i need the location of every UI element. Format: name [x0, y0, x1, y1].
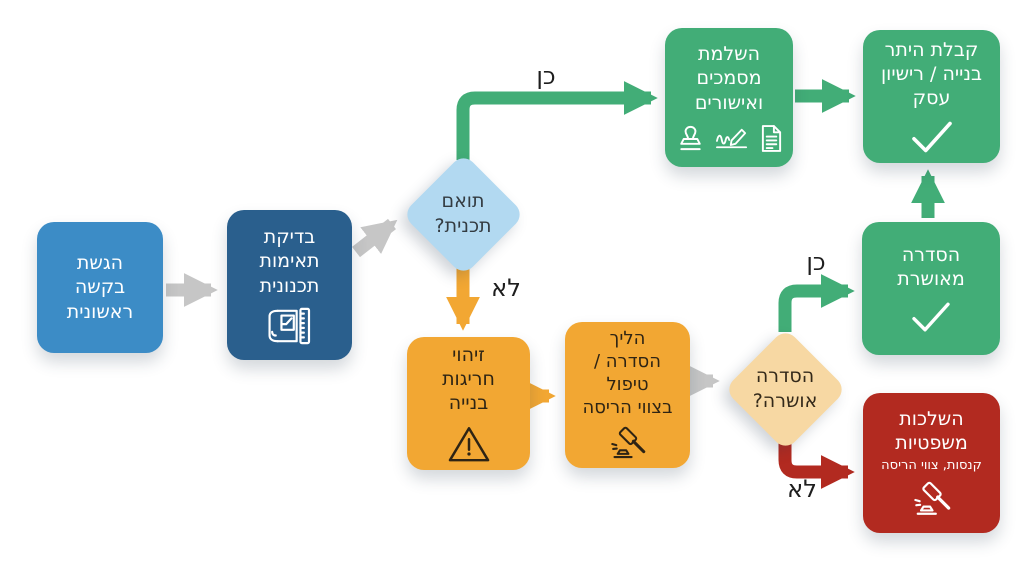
node-label: השלכות משפטיות: [895, 408, 968, 455]
gavel-icon: [913, 481, 950, 515]
decision-regulation-approved: הסדרה אושרה?: [723, 327, 847, 451]
node-label: הסדרה מאושרת: [897, 243, 965, 290]
node-label: הליך הסדרה / טיפול בצווי הריסה: [582, 328, 673, 418]
node-identify-violations: זיהוי חריגות בנייה: [407, 337, 530, 470]
node-regulation-process: הליך הסדרה / טיפול בצווי הריסה: [565, 322, 690, 468]
arrow-check-to-decision1: [352, 218, 398, 258]
edge-label-no-1: לא: [491, 274, 521, 302]
node-submit-request: הגשת בקשה ראשונית: [37, 222, 163, 353]
document-icon: [761, 124, 781, 152]
warning-icon: [448, 427, 489, 462]
arrow-yes-to-documents: [456, 81, 658, 160]
gavel-icon: [610, 426, 645, 458]
node-label: קבלת היתר בנייה / רישיון עסק: [880, 38, 983, 110]
stamp-icon: [679, 125, 701, 150]
node-regulation-approved: הסדרה מאושרת: [862, 222, 1000, 355]
node-receive-permit: קבלת היתר בנייה / רישיון עסק: [863, 30, 1000, 163]
blueprint-icon: [267, 307, 310, 344]
decision-label: תואם תכנית?: [434, 190, 492, 237]
node-compatibility-check: בדיקת תאימות תכנונית: [227, 210, 352, 360]
node-label: בדיקת תאימות תכנונית: [259, 226, 320, 297]
edge-label-no-2: לא: [787, 475, 817, 503]
node-complete-documents: השלמת מסמכים ואישורים: [665, 28, 793, 167]
edge-label-yes-2: כן: [806, 248, 826, 276]
edge-label-yes-1: כן: [536, 62, 556, 90]
node-label: השלמת מסמכים ואישורים: [694, 43, 764, 114]
signature-icon: [715, 129, 747, 149]
documents-icon-row: [676, 124, 783, 153]
node-sublabel: קנסות, צווי הריסה: [881, 458, 982, 474]
node-label: זיהוי חריגות בנייה: [442, 343, 495, 415]
decision-matches-plan: תואם תכנית?: [401, 152, 525, 276]
checkmark-icon: [912, 302, 950, 332]
node-label: הגשת בקשה ראשונית: [66, 252, 134, 323]
decision-label: הסדרה אושרה?: [752, 365, 818, 412]
arrow-yes-to-approved: [778, 274, 855, 332]
checkmark-icon: [911, 121, 952, 153]
node-legal-consequences: השלכות משפטיות קנסות, צווי הריסה: [863, 393, 1000, 533]
arrow-no-to-legal: [778, 442, 855, 489]
